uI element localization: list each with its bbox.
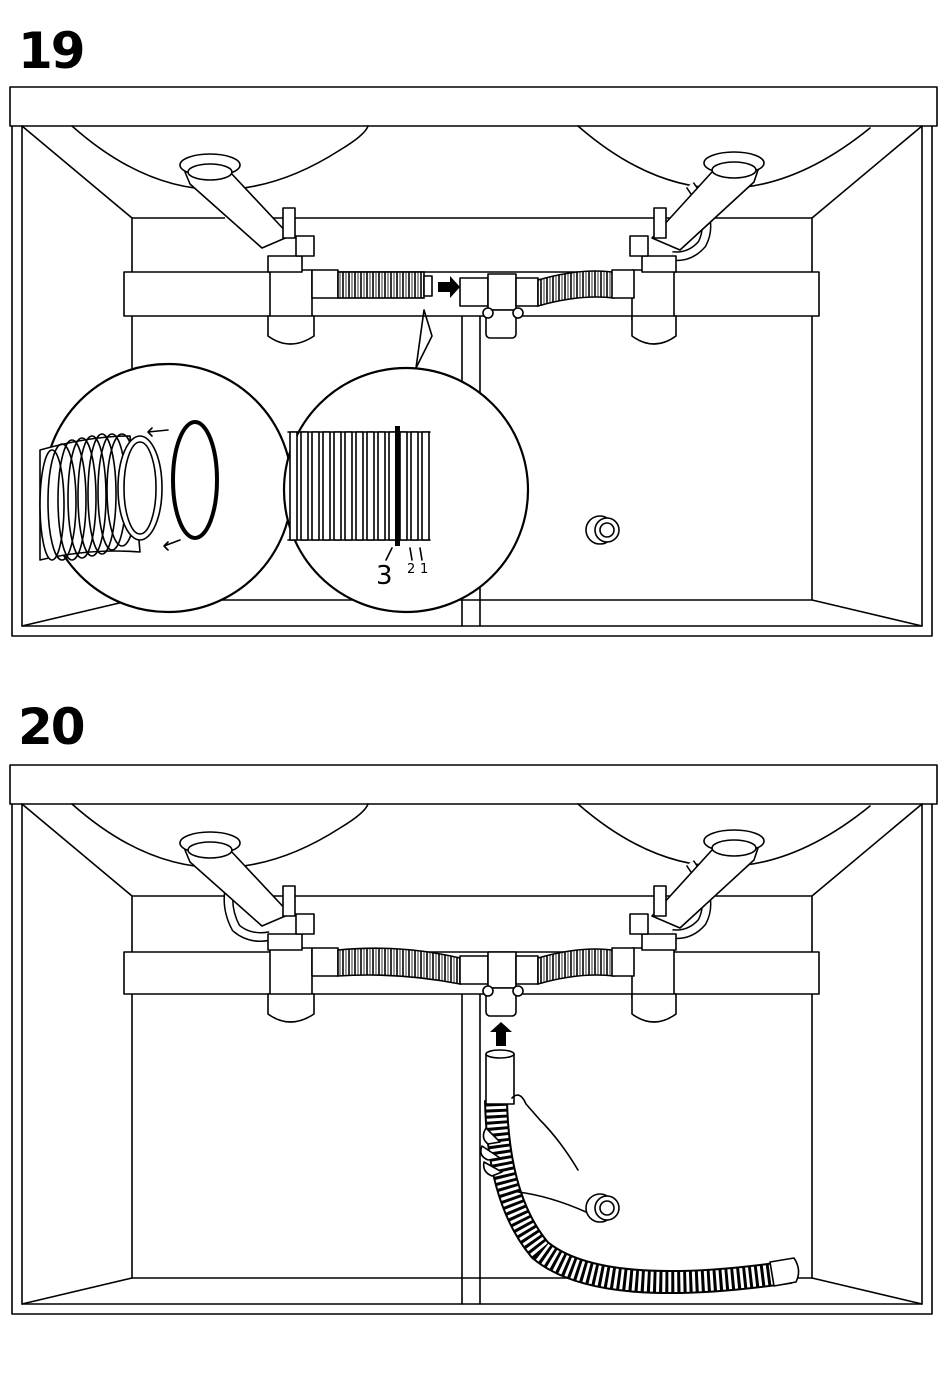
- step-20-illustration: [0, 680, 950, 1380]
- floor-outlet: [586, 516, 619, 544]
- floor-outlet: [586, 1194, 619, 1222]
- t-connector: [460, 274, 538, 338]
- groove-label-1: 1: [420, 562, 428, 577]
- corrugated-hose: [338, 272, 424, 298]
- detail-circle-grooves: [284, 368, 528, 612]
- groove-label-3: 3: [376, 561, 393, 591]
- t-connector: [460, 952, 538, 1016]
- groove-label-2: 2: [407, 562, 415, 577]
- step-19: 19: [0, 0, 950, 660]
- countertop: [10, 765, 937, 804]
- countertop: [10, 87, 937, 126]
- step-20: 20: [0, 680, 950, 1380]
- arrow-up-icon: [490, 1022, 512, 1046]
- detail-circle-seal: [40, 364, 292, 612]
- hose-end-fitting: [486, 1054, 514, 1104]
- center-divider: [462, 994, 480, 1304]
- cabinet-frame: [12, 804, 932, 1314]
- step-19-illustration: 3 2 1: [0, 0, 950, 660]
